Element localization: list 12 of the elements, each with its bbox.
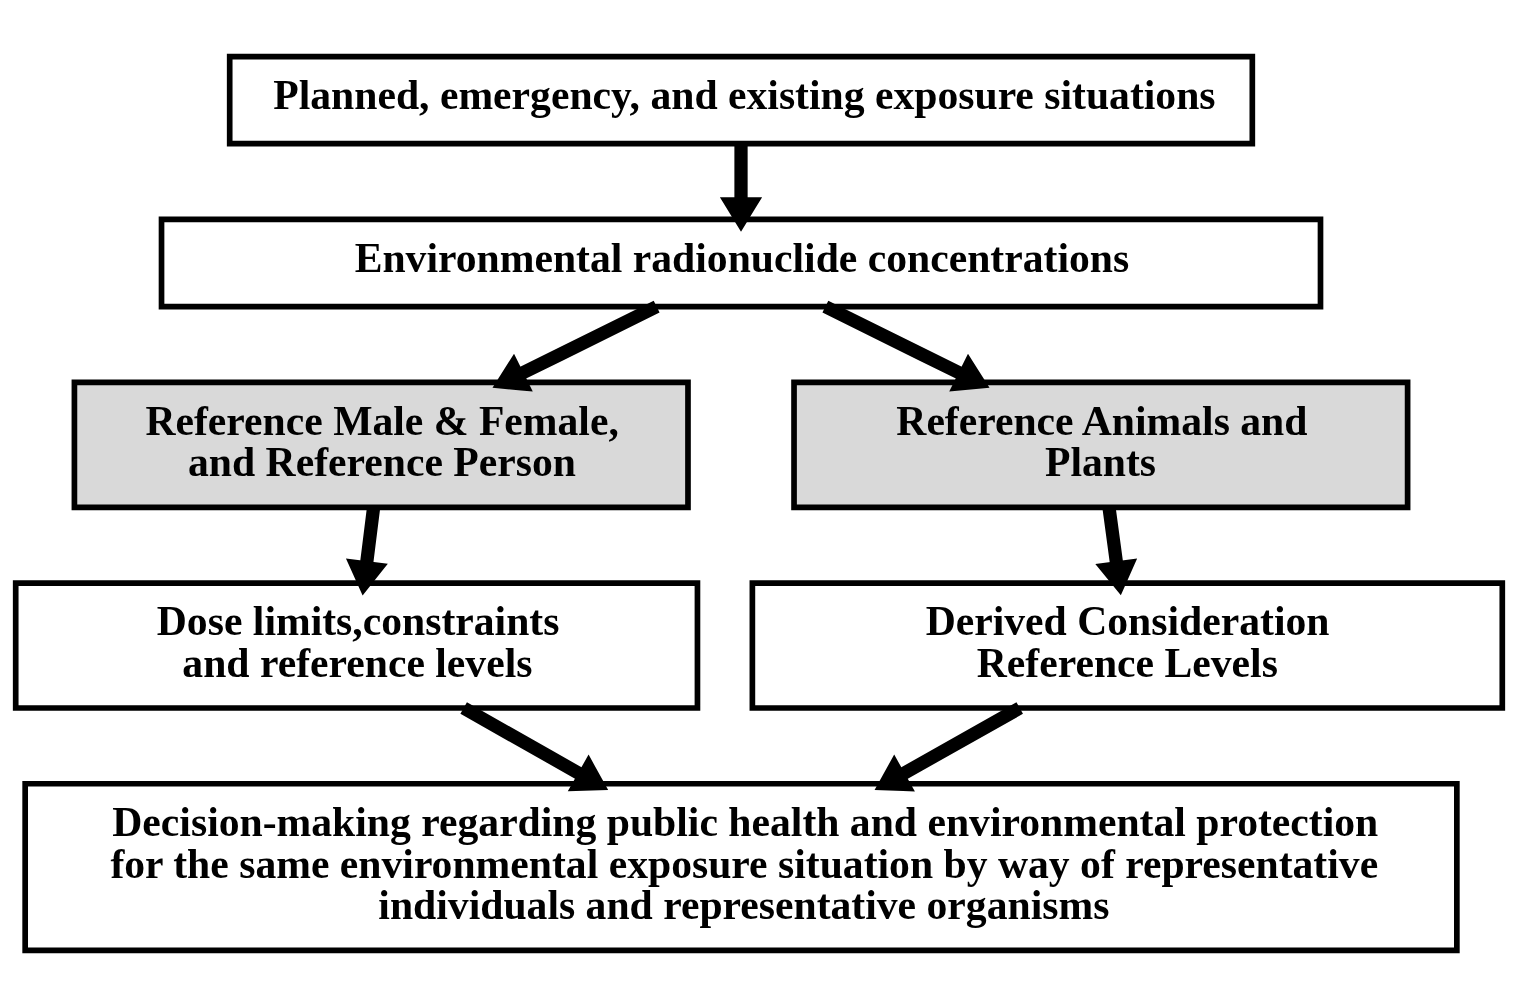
- node-box: Derived Consideration Reference Levels: [749, 579, 1506, 711]
- node-box: Decision-making regarding public health and environmental protection for the same environmental exposure situation by way of representative individuals and representative organisms: [22, 780, 1460, 953]
- arrow: [822, 300, 990, 391]
- arrow: [492, 300, 660, 391]
- arrow: [719, 143, 763, 232]
- arrow: [460, 701, 609, 791]
- node-box: Planned, emergency, and existing exposure situations: [226, 53, 1256, 147]
- node-box: Environmental radionuclide concentrations: [158, 216, 1324, 309]
- node-box: Reference Animals and Plants: [791, 378, 1411, 510]
- node-box: Reference Male & Female, and Reference Person: [71, 378, 691, 510]
- node-box: Dose limits,constraints and reference levels: [12, 579, 701, 711]
- arrow: [874, 701, 1023, 791]
